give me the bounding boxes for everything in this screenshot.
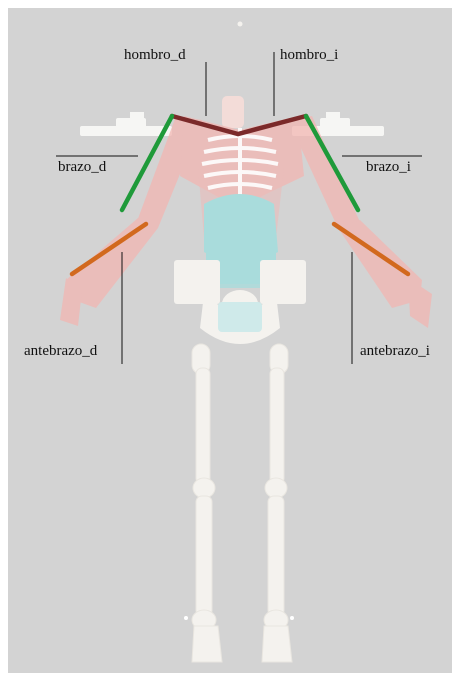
hombro_d-label: hombro_d [124, 48, 186, 63]
model-viewport[interactable]: hombro_d hombro_i brazo_d brazo_i antebr… [8, 8, 452, 673]
top-marker-dot [238, 22, 243, 27]
left-arm-platform [80, 112, 172, 136]
brazo_i-label: brazo_i [366, 160, 411, 175]
skeleton-scene [8, 8, 452, 673]
right-leg [192, 344, 222, 662]
neck [222, 96, 244, 128]
brazo_d-label: brazo_d [58, 160, 106, 175]
ribcage [202, 128, 278, 198]
lower-ribs [218, 302, 262, 332]
left-leg [262, 344, 292, 662]
hombro_i-label: hombro_i [280, 48, 338, 63]
antebrazo_d-label: antebrazo_d [24, 344, 97, 359]
antebrazo_i-label: antebrazo_i [360, 344, 430, 359]
